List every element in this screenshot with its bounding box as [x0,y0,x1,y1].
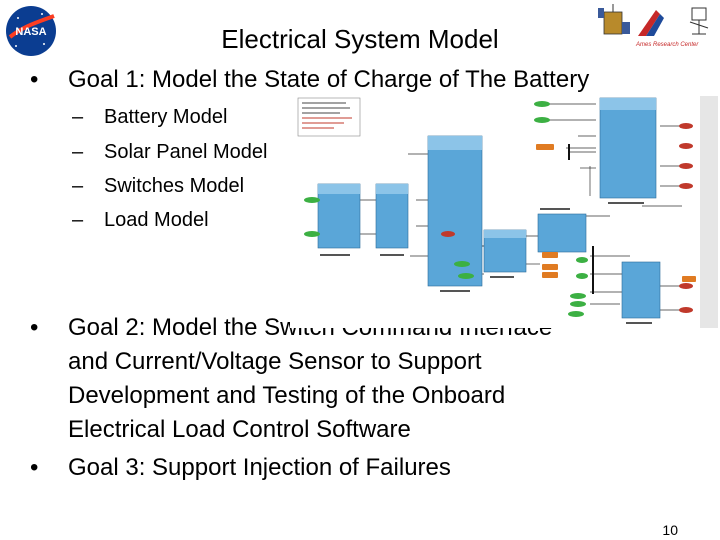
bullet-mark: • [30,314,39,341]
slide-title: Electrical System Model [221,24,499,54]
ames-arrow-icon [638,10,664,36]
dash-mark: – [72,141,84,163]
ames-logo-text: Ames Research Center [635,42,699,48]
goal-2-bullet: • Goal 2: Model the Switch Command Inter… [30,312,710,452]
sub-item-text: Battery Model [104,106,228,128]
satellite-icon [598,4,630,35]
sub-item-text: Solar Panel Model [104,141,268,163]
goal-2-line: Electrical Load Control Software [68,416,411,443]
output-ports [441,123,693,313]
dash-mark: – [72,209,84,231]
from-tags [536,144,696,282]
output-block [621,261,661,319]
solar-panel-block [375,183,409,249]
goal-3-text: Goal 3: Support Injection of Failures [68,454,451,481]
robot-icon [689,7,709,35]
bullet-mark: • [30,454,39,481]
command-interface-block [599,97,657,199]
block-labels [320,202,652,324]
input-ports [304,101,588,317]
goal-2-line: and Current/Voltage Sensor to Support [68,348,482,375]
sub-item-text: Switches Model [104,175,245,197]
goal-3-bullet: • Goal 3: Support Injection of Failures [30,452,710,483]
battery-block [317,183,361,249]
bullet-mark: • [30,66,39,93]
switches-block [427,135,483,287]
goal-1-text: Goal 1: Model the State of Charge of The… [68,66,590,93]
goal-2-line: Development and Testing of the Onboard [68,382,506,409]
ames-logo: Ames Research Center [598,4,709,48]
sensor-block [537,213,587,253]
nasa-logo-text: NASA [15,26,46,38]
page-number: 10 [662,522,678,538]
scroll-edge [700,96,718,328]
model-info-box [297,97,361,137]
load-block [483,229,527,273]
dash-mark: – [72,175,84,197]
nasa-logo: NASA [6,6,56,56]
dash-mark: – [72,106,84,128]
goal-1-bullet: • Goal 1: Model the State of Charge of T… [30,64,710,95]
sub-item-text: Load Model [104,209,209,231]
bus-bar [592,246,594,294]
simulink-model-diagram [290,96,718,328]
bus-bar [568,144,570,160]
